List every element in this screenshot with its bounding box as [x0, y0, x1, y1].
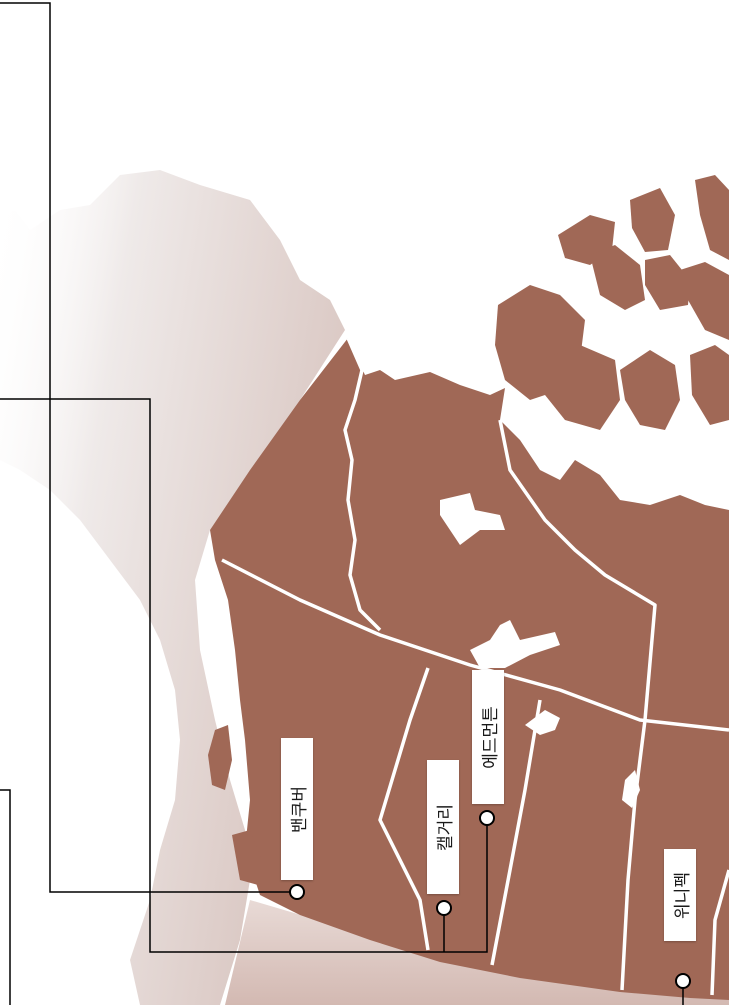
island-5 [630, 188, 675, 252]
city-markers [289, 810, 691, 989]
city-label-text: 밴쿠버 [289, 785, 310, 833]
alaska-faded [0, 170, 345, 1005]
city-label-vancouver: 밴쿠버 [281, 738, 313, 880]
city-label-calgary: 캘거리 [427, 760, 459, 894]
leader-line-left [0, 789, 11, 1005]
island-8 [680, 262, 729, 340]
city-label-winnipeg: 위니펙 [664, 849, 696, 941]
vancouver-island [208, 725, 232, 790]
great-bear-lake [440, 493, 505, 545]
leader-lines [0, 2, 684, 1005]
island-10 [690, 345, 729, 425]
haida-gwaii [232, 830, 262, 885]
marker-winnipeg [675, 973, 691, 989]
marker-vancouver [289, 884, 305, 900]
island-6 [645, 255, 690, 310]
island-2 [540, 345, 620, 430]
city-label-edmonton: 에드먼튼 [472, 670, 504, 804]
borders [221, 337, 729, 996]
city-label-text: 캘거리 [435, 803, 456, 851]
island-9 [620, 350, 680, 430]
island-7 [695, 175, 729, 260]
city-label-text: 에드먼튼 [480, 705, 501, 769]
marker-edmonton [479, 810, 495, 826]
great-slave-lake [470, 620, 560, 668]
island-4 [590, 245, 645, 310]
leader-line-vancouver [0, 2, 290, 893]
washington-faded [225, 900, 729, 1005]
canada-mainland [210, 338, 729, 1000]
marker-calgary [436, 900, 452, 916]
city-label-text: 위니펙 [672, 871, 693, 919]
leader-line-edmonton [0, 398, 488, 953]
